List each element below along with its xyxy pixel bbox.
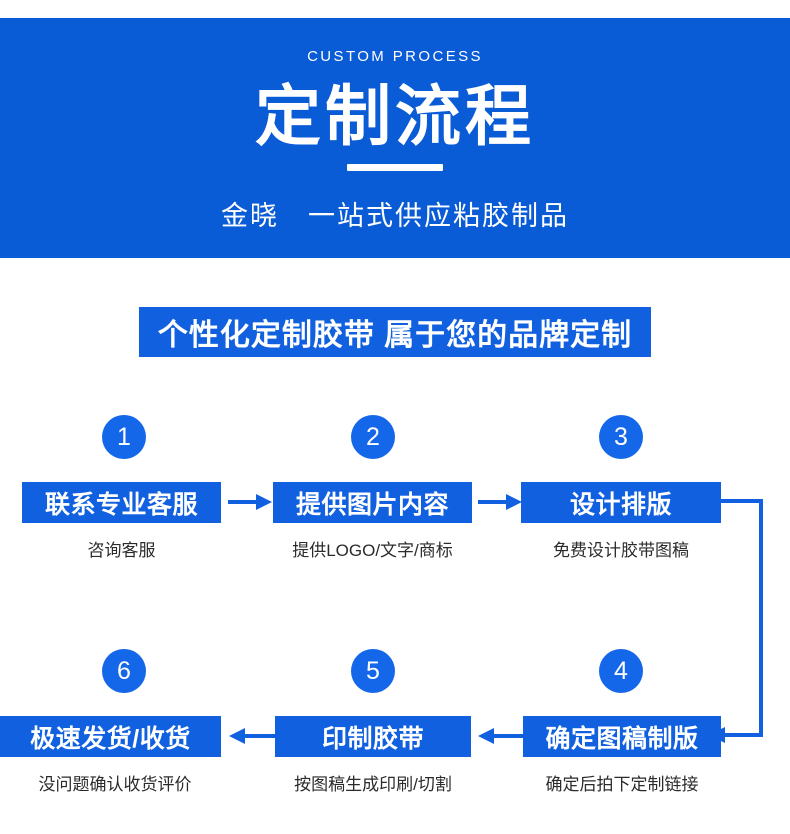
- arrow-step5-to-step6: [229, 726, 275, 746]
- page-title: 定制流程: [255, 79, 535, 153]
- header-banner: CUSTOM PROCESS 定制流程 金晓 一站式供应粘胶制品: [0, 18, 790, 258]
- step-box-6[interactable]: 极速发货/收货: [0, 716, 221, 757]
- step-box-2[interactable]: 提供图片内容: [273, 482, 472, 523]
- connector-line-horizontal-bottom: [725, 733, 763, 737]
- step-caption-3: 免费设计胶带图稿: [553, 541, 689, 560]
- arrow-step2-to-step3: [478, 492, 522, 512]
- step-number-circle-1: 1: [102, 415, 146, 459]
- step-caption-5: 按图稿生成印刷/切割: [294, 775, 452, 794]
- connector-line-horizontal-top: [721, 499, 763, 503]
- step-number-circle-5: 5: [351, 649, 395, 693]
- step-caption-4: 确定后拍下定制链接: [545, 775, 699, 794]
- step-box-4[interactable]: 确定图稿制版: [523, 716, 721, 757]
- step-box-label-6: 极速发货/收货: [30, 724, 191, 753]
- section-banner-text: 个性化定制胶带 属于您的品牌定制: [157, 319, 633, 352]
- step-box-label-5: 印制胶带: [321, 724, 424, 753]
- section-banner: 个性化定制胶带 属于您的品牌定制: [139, 307, 651, 357]
- step-number-circle-4: 4: [599, 649, 643, 693]
- step-box-label-2: 提供图片内容: [295, 490, 449, 519]
- step-caption-2: 提供LOGO/文字/商标: [292, 541, 453, 560]
- step-box-1[interactable]: 联系专业客服: [22, 482, 221, 523]
- step-box-3[interactable]: 设计排版: [521, 482, 721, 523]
- arrow-step4-to-step5: [478, 726, 524, 746]
- header-divider: [347, 164, 443, 171]
- step-caption-1: 咨询客服: [87, 541, 156, 560]
- arrow-step1-to-step2: [228, 492, 272, 512]
- header-eyebrow-text: CUSTOM PROCESS: [307, 48, 483, 65]
- connector-line-vertical: [759, 499, 763, 737]
- step-box-label-4: 确定图稿制版: [545, 724, 699, 753]
- step-number-circle-2: 2: [351, 415, 395, 459]
- step-box-5[interactable]: 印制胶带: [275, 716, 471, 757]
- step-box-label-1: 联系专业客服: [44, 490, 198, 519]
- step-number-circle-6: 6: [102, 649, 146, 693]
- step-caption-6: 没问题确认收货评价: [38, 775, 192, 794]
- header-subtitle-text: 金晓 一站式供应粘胶制品: [221, 201, 569, 231]
- step-box-label-3: 设计排版: [569, 490, 672, 519]
- step-number-circle-3: 3: [599, 415, 643, 459]
